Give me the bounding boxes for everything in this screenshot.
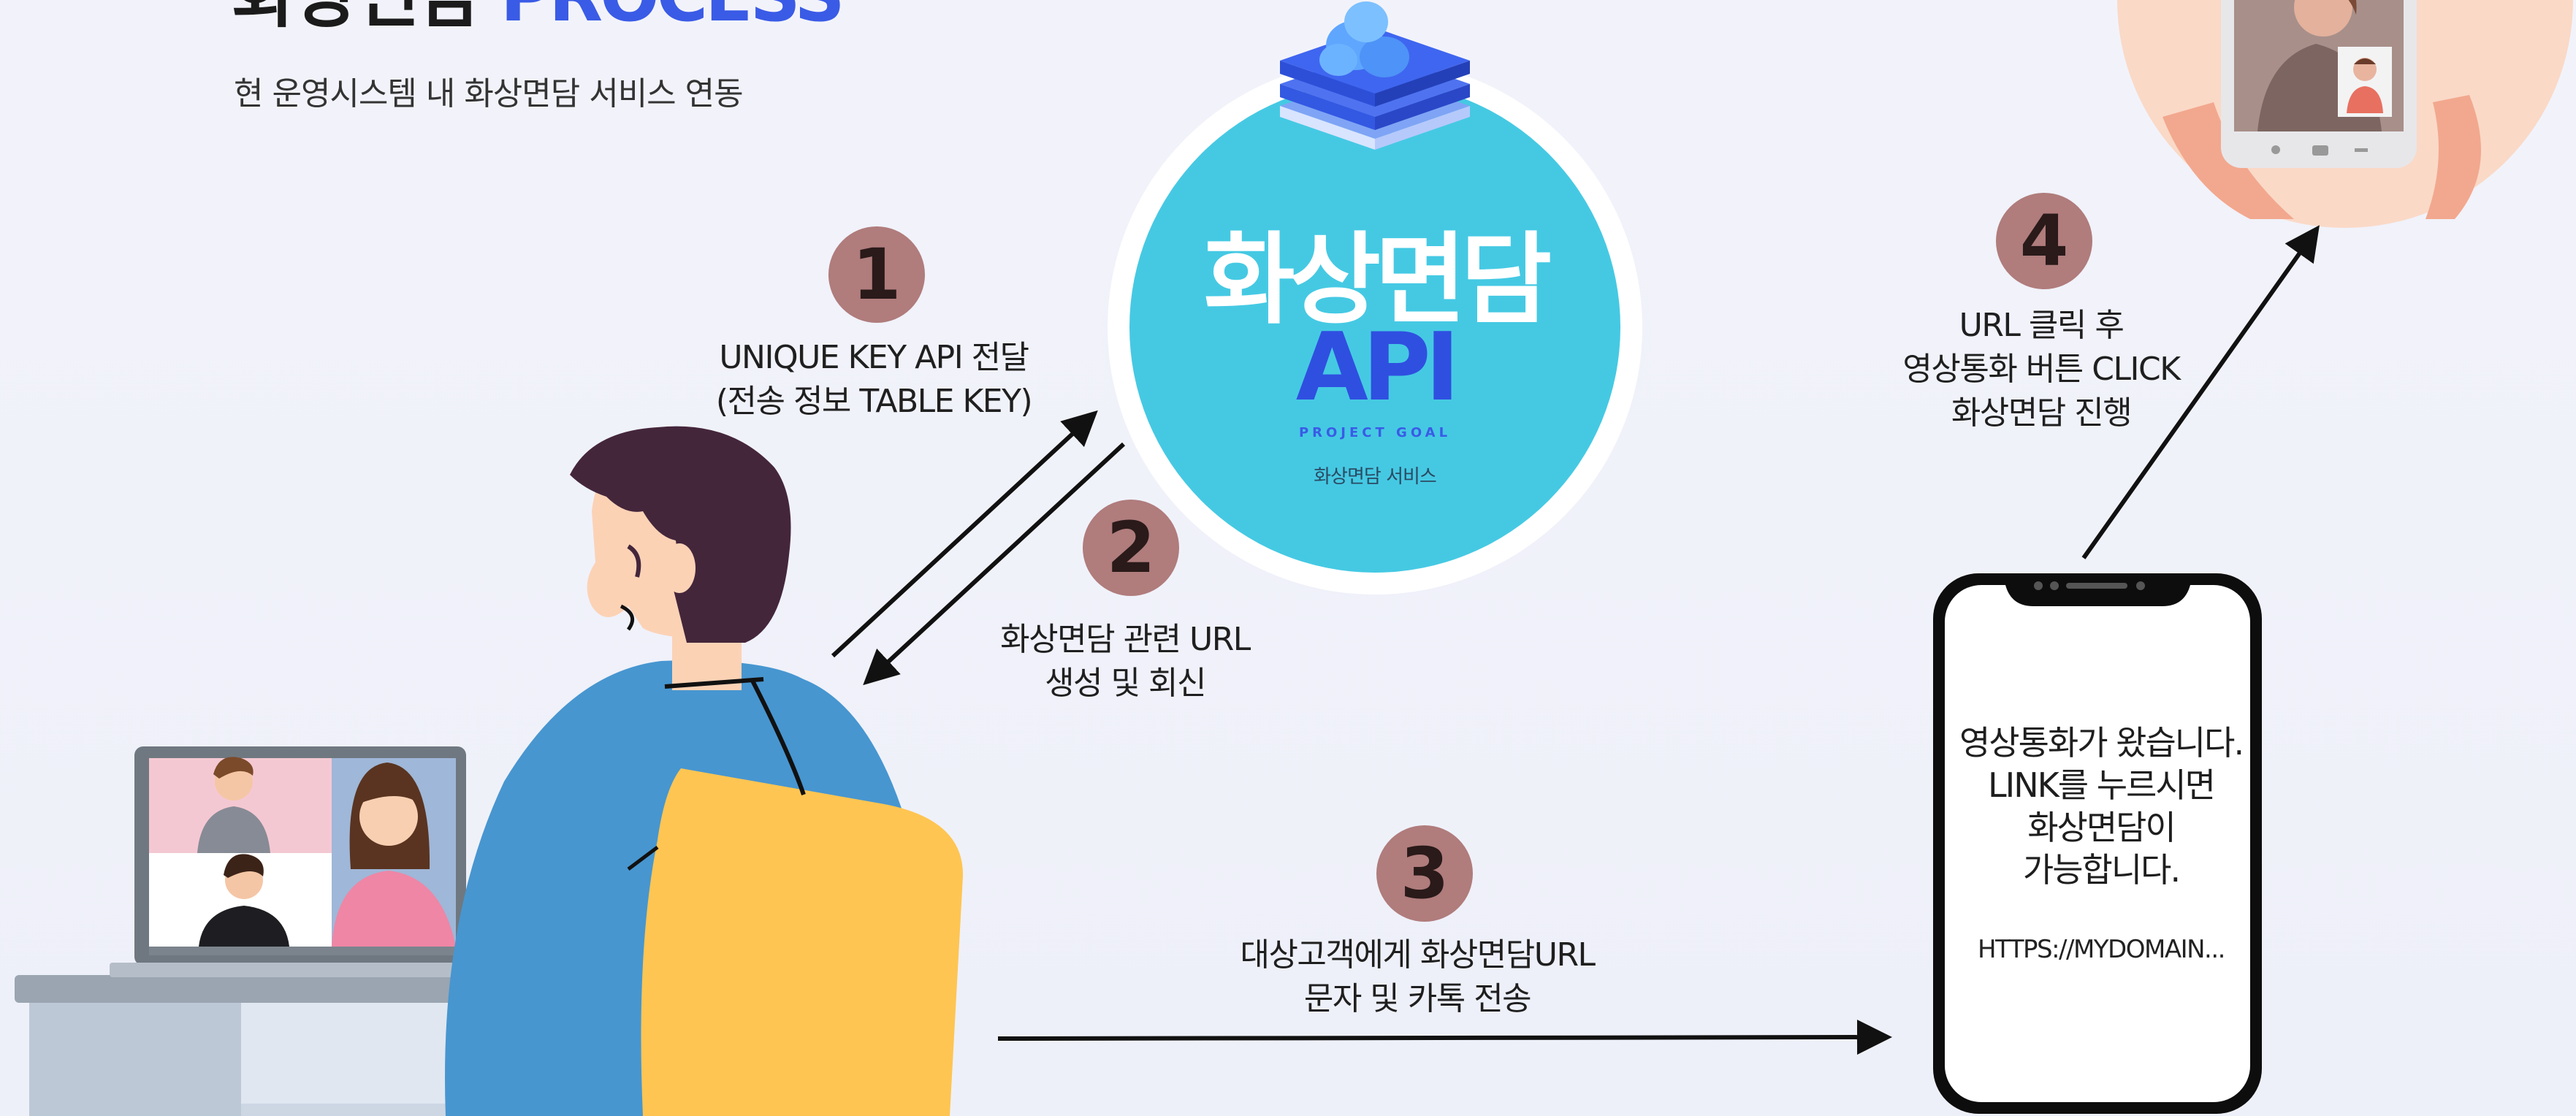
phone-message: 영상통화가 왔습니다. LINK를 누르시면 화상면담이 가능합니다. [1959, 723, 2244, 890]
step-3-caption: 대상고객에게 화상면담URL 문자 및 카톡 전송 [1240, 936, 1596, 1017]
arrow-step-1 [831, 410, 1098, 658]
person-at-desk [445, 426, 964, 1116]
step-3-badge: 3 [1376, 825, 1473, 922]
step-4-caption: URL 클릭 후 영상통화 버튼 CLICK 화상면담 진행 [1902, 307, 2181, 432]
step-1-badge: 1 [828, 226, 925, 323]
step-2-caption: 화상면담 관련 URL 생성 및 회신 [1000, 621, 1251, 702]
page-title: 화상면담 PROCESS [232, 0, 845, 39]
step-4-badge: 4 [1996, 193, 2092, 289]
smartphone [1933, 573, 2262, 1114]
api-circle-goal-sub: 화상면담 서비스 [1314, 466, 1437, 488]
page-title-en: PROCESS [500, 0, 845, 37]
page-title-ko: 화상면담 [232, 0, 481, 37]
arrow-step-3 [997, 1020, 1892, 1055]
arrow-step-2 [863, 442, 1126, 686]
page-subtitle: 현 운영시스템 내 화상면담 서비스 연동 [234, 75, 744, 112]
api-circle-title: 화상면담 [1203, 223, 1552, 338]
cloud-icon [1319, 1, 1409, 77]
api-circle-api-label: API [1295, 313, 1460, 422]
phone-link-url[interactable]: HTTPS://MYDOMAIN... [1978, 935, 2225, 964]
arrow-step-4 [2081, 225, 2320, 559]
server-stack-icon [1280, 1, 1470, 150]
api-circle-goal-label: PROJECT GOAL [1298, 425, 1452, 440]
video-call-phone-illustration [2117, 0, 2573, 228]
step-2-badge: 2 [1083, 500, 1179, 596]
step-1-caption: UNIQUE KEY API 전달 (전송 정보 TABLE KEY) [715, 339, 1033, 420]
laptop [110, 746, 560, 977]
flow-arrows [831, 225, 2320, 1055]
api-circle-graphic [1097, 51, 1653, 606]
